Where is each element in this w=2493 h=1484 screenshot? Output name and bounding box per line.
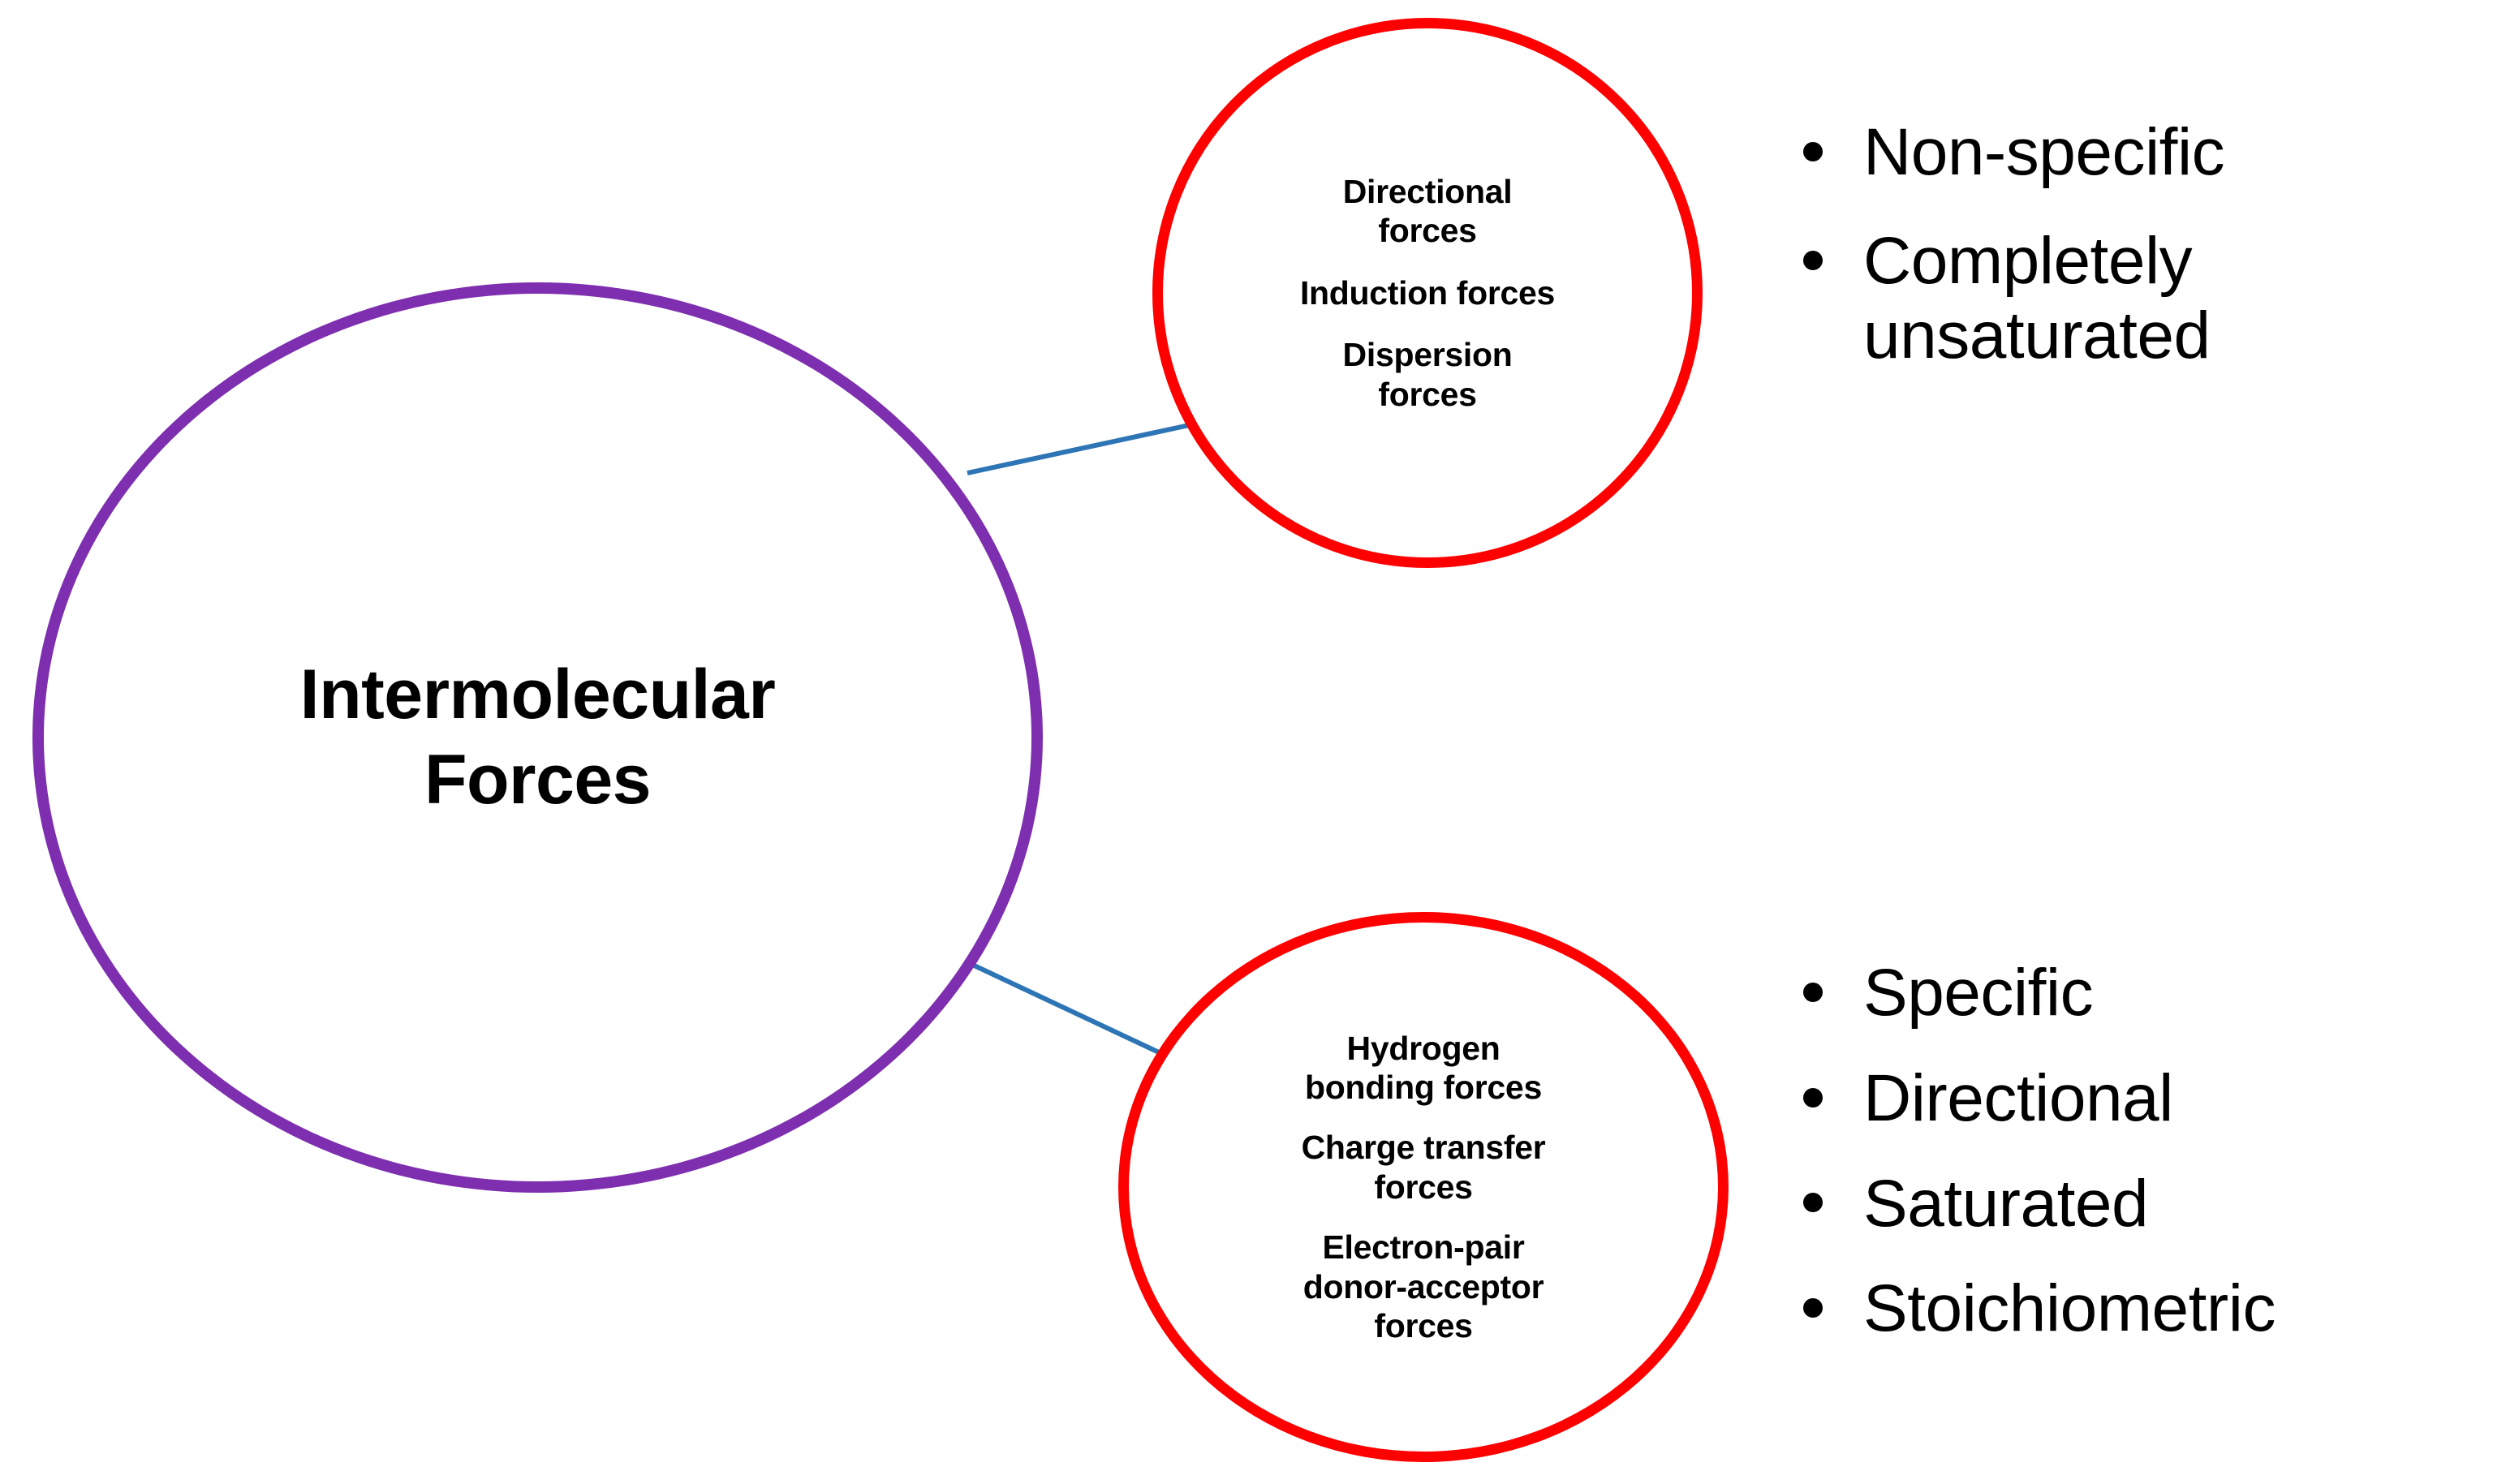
bullet-icon [1803, 250, 1823, 270]
connector-line-top [967, 422, 1194, 475]
list-item: Completely unsaturated [1795, 224, 2224, 373]
list-item-label: Specific [1863, 956, 2094, 1030]
list-item: Specific [1795, 956, 2276, 1030]
main-node-label: Intermolecular Forces [299, 656, 776, 819]
main-node-intermolecular-forces[interactable]: Intermolecular Forces [32, 282, 1043, 1193]
force-item: Dispersion forces [1342, 336, 1513, 413]
list-item-label: Directional [1863, 1060, 2173, 1135]
force-list-chemical: Hydrogen bonding forces Charge transfer … [1170, 1029, 1677, 1346]
list-item-label: Completely unsaturated [1863, 223, 2211, 372]
list-item-label: Stoichiometric [1863, 1271, 2276, 1346]
bullet-icon [1803, 1298, 1823, 1318]
connector-line-bottom [966, 960, 1160, 1055]
property-list-chemical: Specific Directional Saturated Stoichiom… [1795, 956, 2276, 1346]
force-item: Electron-pair donor-acceptor forces [1302, 1228, 1544, 1344]
bullet-icon [1803, 982, 1823, 1002]
list-item-label: Non-specific [1863, 115, 2225, 189]
branch-node-physical-forces[interactable]: Directional forces Induction forces Disp… [1152, 18, 1703, 568]
list-item: Directional [1795, 1061, 2276, 1136]
force-item: Directional forces [1342, 173, 1513, 250]
force-item: Hydrogen bonding forces [1305, 1029, 1542, 1107]
list-item-label: Saturated [1863, 1166, 2149, 1241]
bullet-icon [1803, 1087, 1823, 1108]
bullet-icon [1803, 1193, 1823, 1213]
bullet-icon [1803, 141, 1823, 161]
force-item: Induction forces [1299, 273, 1556, 312]
list-item: Non-specific [1795, 115, 2225, 190]
property-list-physical: Non-specific Completely unsaturated [1795, 115, 2225, 373]
list-item: Stoichiometric [1795, 1271, 2276, 1346]
list-item: Saturated [1795, 1167, 2276, 1241]
force-item: Charge transfer forces [1301, 1129, 1546, 1206]
branch-node-chemical-forces[interactable]: Hydrogen bonding forces Charge transfer … [1118, 912, 1729, 1462]
force-list-physical: Directional forces Induction forces Disp… [1200, 172, 1656, 414]
